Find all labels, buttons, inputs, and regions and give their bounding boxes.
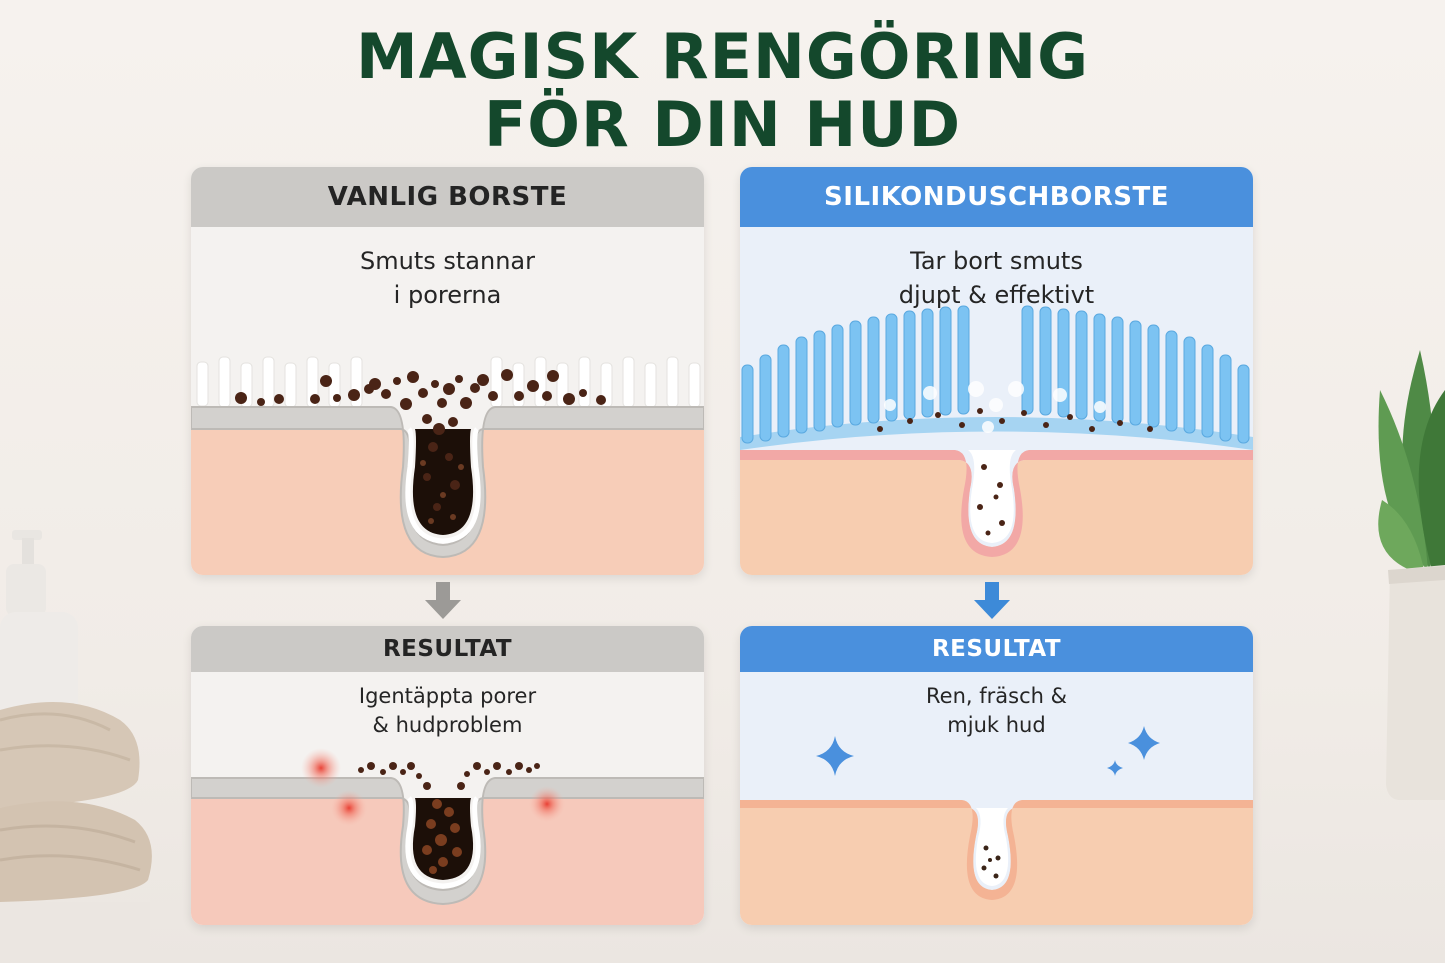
caption-silicone-result-line2: mjuk hud: [947, 713, 1046, 737]
caption-regular-line1: Smuts stannar: [360, 247, 535, 275]
silicone-brush-illustration: [740, 167, 1253, 575]
arrow-down-icon: [425, 582, 461, 619]
panel-header-silicone: SILIKONDUSCHBORSTE: [740, 167, 1253, 227]
regular-brush-illustration: [191, 167, 704, 575]
caption-regular-result-line1: Igentäppta porer: [358, 684, 537, 708]
caption-regular-result-line2: & hudproblem: [372, 713, 523, 737]
panel-regular-result: RESULTAT Igentäppta porer & hudproblem: [191, 626, 704, 925]
arrow-down-icon: [974, 582, 1010, 619]
panel-header-regular: VANLIG BORSTE: [191, 167, 704, 227]
panel-header-silicone-result: RESULTAT: [740, 626, 1253, 672]
towel-stack-icon: [0, 702, 152, 963]
panel-silicone-brush: SILIKONDUSCHBORSTE Tar bort smuts djupt …: [740, 167, 1253, 575]
panel-regular-brush: VANLIG BORSTE Smuts stannar i porerna: [191, 167, 704, 575]
caption-regular-line2: i porerna: [393, 281, 502, 309]
caption-silicone-result-line1: Ren, fräsch &: [926, 684, 1067, 708]
page-title-line1: MAGISK RENGÖRING: [355, 20, 1090, 93]
sparkle-icon: [1128, 726, 1160, 760]
soap-bottle-icon: [0, 530, 78, 720]
caption-silicone-line1: Tar bort smuts: [910, 247, 1083, 275]
caption-silicone-line2: djupt & effektivt: [898, 281, 1095, 309]
panel-silicone-result: RESULTAT Ren, fräsch & mjuk hud: [740, 626, 1253, 925]
panel-header-regular-result: RESULTAT: [191, 626, 704, 672]
sparkle-icon: [816, 736, 854, 776]
sparkle-icon: [1107, 760, 1123, 776]
potted-plant-icon: [1378, 350, 1445, 800]
page-title-line2: FÖR DIN HUD: [483, 88, 962, 161]
clogged-pore-illustration: [191, 626, 704, 925]
clean-pore-illustration: [740, 626, 1253, 925]
